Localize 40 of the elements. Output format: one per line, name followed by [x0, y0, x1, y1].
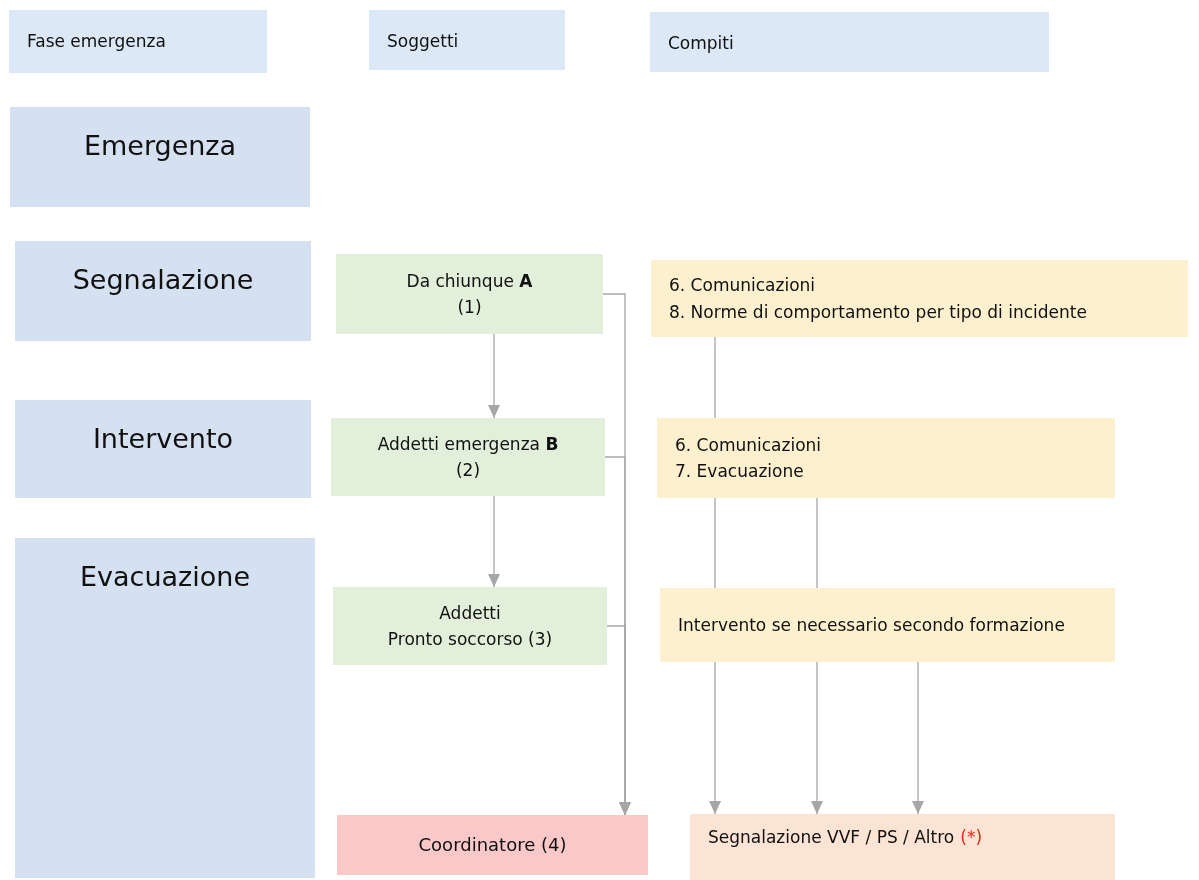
footnote-mark: (*) [960, 826, 982, 849]
box-text: 6. Comunicazioni [669, 274, 816, 298]
connector-arrow [488, 333, 500, 419]
phase-box [15, 400, 311, 498]
box-text: Addetti [439, 601, 501, 625]
box-text: Fase emergenza [27, 30, 166, 53]
connector-arrow [811, 661, 823, 815]
task-box [660, 588, 1115, 662]
box-text: Emergenza [83, 129, 237, 163]
coordinator-box [337, 815, 648, 875]
connector-arrow [488, 495, 500, 588]
box-text: Soggetti [387, 30, 459, 53]
box-text: Da chiunque A (1) [405, 269, 534, 319]
column-header [650, 12, 1049, 72]
box-text: Intervento [92, 422, 234, 456]
column-header [9, 10, 267, 73]
subject-box [336, 254, 603, 334]
connector-arrow [709, 661, 721, 815]
box-text: Intervento se necessario secondo formazione [678, 613, 1065, 637]
box-text: Addetti emergenza B (2) [376, 432, 560, 482]
box-text: 6. Comunicazioni [675, 433, 822, 457]
phase-box [15, 538, 315, 878]
box-text: 8. Norme di comportamento per tipo di incidente [669, 300, 1087, 324]
phase-box [15, 241, 311, 341]
subject-box [333, 587, 607, 665]
connector-arrow [912, 661, 924, 815]
task-box [657, 418, 1115, 498]
box-text: Evacuazione [80, 560, 250, 594]
connector-arrow [606, 625, 631, 816]
box-text: 7. Evacuazione [675, 460, 804, 483]
subject-box [331, 418, 605, 496]
box-text: Compiti [668, 32, 734, 55]
column-header [369, 10, 565, 70]
box-text: Segnalazione VVF / PS / Altro [708, 826, 955, 849]
task-box [651, 260, 1188, 337]
box-text: Segnalazione [72, 263, 254, 297]
phase-box [10, 107, 310, 207]
box-text: Coordinatore (4) [418, 833, 567, 858]
report-box [690, 814, 1115, 880]
box-text: Pronto soccorso (3) [387, 628, 553, 651]
